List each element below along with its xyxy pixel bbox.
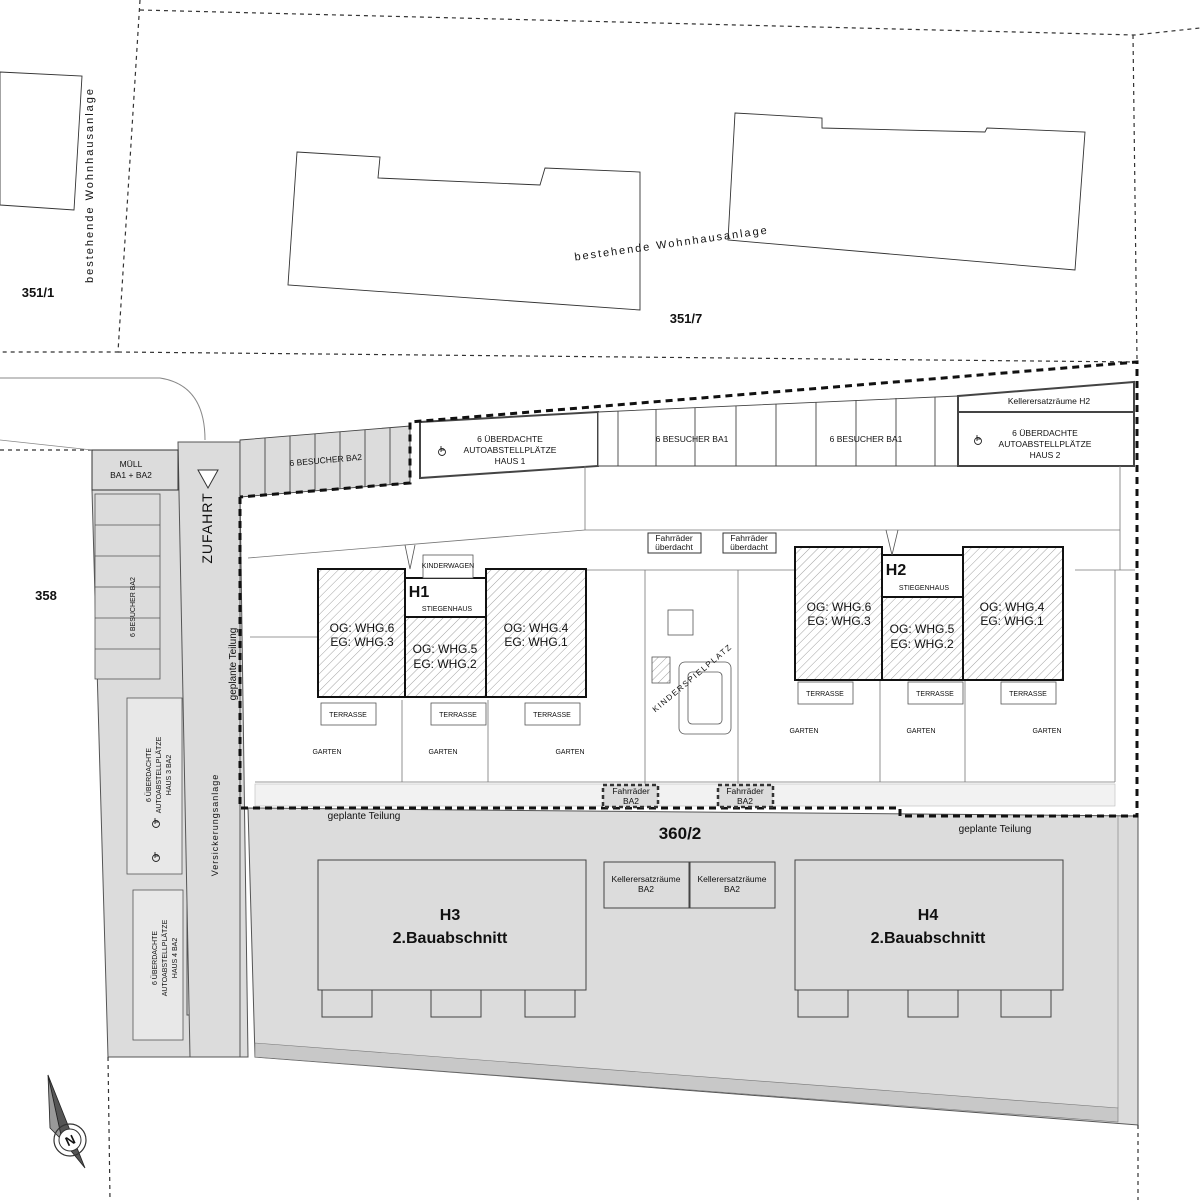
hedge-strip	[254, 783, 1116, 807]
carport-h1-line3: HAUS 1	[495, 456, 526, 466]
h1-middle-og: OG: WHG.5	[413, 642, 478, 656]
north-parking	[239, 380, 1135, 498]
carport-h2-line1: 6 ÜBERDACHTE	[1012, 428, 1078, 438]
road-curve	[0, 377, 206, 441]
entry-arrow-icon	[197, 469, 219, 490]
terrasse-label: TERRASSE	[533, 712, 571, 719]
site-internal-lines	[247, 466, 1135, 785]
carport-h3-line2: AUTOABSTELLPLÄTZE	[155, 736, 163, 813]
h1-stiegenhaus: STIEGENHAUS	[422, 606, 473, 613]
carport-h4-line1: 6 ÜBERDACHTE	[151, 931, 159, 985]
existing-buildings	[0, 71, 1086, 311]
wheelchair-icon	[974, 435, 982, 445]
carport-h2-line3: HAUS 2	[1030, 450, 1061, 460]
division-label-vertical: geplante Teilung	[228, 628, 239, 701]
wheelchair-icon	[438, 446, 446, 456]
house-h2	[794, 529, 1064, 681]
carport-h3-line1: 6 ÜBERDACHTE	[145, 748, 153, 802]
h1-west-og: OG: WHG.6	[330, 621, 395, 635]
carport-h2-line2: AUTOABSTELLPLÄTZE	[999, 439, 1092, 449]
parcel-351-1: 351/1	[22, 285, 55, 300]
keller-ba2-1-line2: BA2	[638, 884, 654, 894]
terrasse-label: TERRASSE	[806, 691, 844, 698]
wheelchair-icon	[152, 818, 160, 828]
garten-label: GARTEN	[428, 749, 457, 756]
h1-name: H1	[409, 584, 430, 601]
muell-box	[91, 449, 179, 491]
south-hedge	[254, 1042, 1119, 1123]
garten-label: GARTEN	[555, 749, 584, 756]
carport-h3-line3: HAUS 3 BA2	[166, 755, 173, 796]
west-parking	[94, 493, 184, 1041]
carport-h4-line3: HAUS 4 BA2	[172, 938, 179, 979]
h1-middle-eg: EG: WHG.2	[413, 657, 477, 671]
bike-covered-2-line1: Fahrräder	[730, 533, 767, 543]
wheelchair-icon	[152, 852, 160, 862]
h2-east-eg: EG: WHG.1	[980, 614, 1044, 628]
bike-ba2-1-line2: BA2	[623, 796, 639, 806]
bike-ba2-2-line1: Fahrräder	[726, 786, 763, 796]
carport-h4-line2: AUTOABSTELLPLÄTZE	[161, 919, 169, 996]
garten-label: GARTEN	[906, 728, 935, 735]
bike-covered-2-line2: überdacht	[730, 542, 768, 552]
bike-covered-1-line2: überdacht	[655, 542, 693, 552]
house-h1	[317, 544, 587, 698]
terraces	[320, 681, 1057, 726]
bike-shelters	[601, 532, 777, 809]
h3-name: H3	[440, 907, 461, 924]
keller-ba2-1-line1: Kellerersatzräume	[612, 874, 681, 884]
terrasse-label: TERRASSE	[329, 712, 367, 719]
muell-label-2: BA1 + BA2	[110, 470, 152, 480]
division-label-right: geplante Teilung	[959, 824, 1032, 835]
besucher-ba1-label-1: 6 BESUCHER BA1	[656, 434, 729, 444]
h1-east-og: OG: WHG.4	[504, 621, 569, 635]
existing-label-top: bestehende Wohnhausanlage	[574, 224, 770, 263]
carport-h1-line2: AUTOABSTELLPLÄTZE	[464, 445, 557, 455]
keller-h2-label: Kellerersatzräume H2	[1008, 396, 1090, 406]
phase2-buildings	[317, 859, 1064, 1018]
h1-west-eg: EG: WHG.3	[330, 635, 394, 649]
h2-stiegenhaus: STIEGENHAUS	[899, 585, 950, 592]
north-arrow-icon: N	[47, 1074, 87, 1169]
h3-phase: 2.Bauabschnitt	[393, 930, 508, 947]
garten-label: GARTEN	[1032, 728, 1061, 735]
h4-phase: 2.Bauabschnitt	[871, 930, 986, 947]
terrasse-label: TERRASSE	[1009, 691, 1047, 698]
keller-ba2-2-line1: Kellerersatzräume	[698, 874, 767, 884]
property-boundary	[238, 360, 1139, 818]
parcel-360-2: 360/2	[659, 824, 702, 843]
terrasse-label: TERRASSE	[916, 691, 954, 698]
h1-kinderwagen: KINDERWAGEN	[422, 563, 475, 570]
besucher-ba1-label-2: 6 BESUCHER BA1	[830, 434, 903, 444]
versickerung-label: Versickerungsanlage	[210, 774, 220, 877]
division-label-left: geplante Teilung	[328, 811, 401, 822]
access-lane	[177, 441, 241, 1058]
parcel-358: 358	[35, 588, 57, 603]
garten-label: GARTEN	[312, 749, 341, 756]
carport-h1-line1: 6 ÜBERDACHTE	[477, 434, 543, 444]
playground	[651, 609, 732, 735]
existing-label-left: bestehende Wohnhausanlage	[84, 87, 96, 283]
parcel-351-7: 351/7	[670, 311, 703, 326]
h4-name: H4	[918, 907, 939, 924]
zufahrt-label: ZUFAHRT	[199, 492, 215, 563]
bike-ba2-1-line1: Fahrräder	[612, 786, 649, 796]
h2-east-og: OG: WHG.4	[980, 600, 1045, 614]
bike-covered-1-line1: Fahrräder	[655, 533, 692, 543]
h2-middle-og: OG: WHG.5	[890, 622, 955, 636]
road-curve-2	[0, 439, 93, 451]
h2-middle-eg: EG: WHG.2	[890, 637, 954, 651]
besucher-ba2-west-label: 6 BESUCHER BA2	[130, 577, 137, 637]
keller-ba2-2-line2: BA2	[724, 884, 740, 894]
terrasse-label: TERRASSE	[439, 712, 477, 719]
muell-label-1: MÜLL	[120, 459, 143, 469]
h2-west-eg: EG: WHG.3	[807, 614, 871, 628]
garten-label: GARTEN	[789, 728, 818, 735]
h1-east-eg: EG: WHG.1	[504, 635, 568, 649]
h2-west-og: OG: WHG.6	[807, 600, 872, 614]
h2-name: H2	[886, 562, 907, 579]
bike-ba2-2-line2: BA2	[737, 796, 753, 806]
